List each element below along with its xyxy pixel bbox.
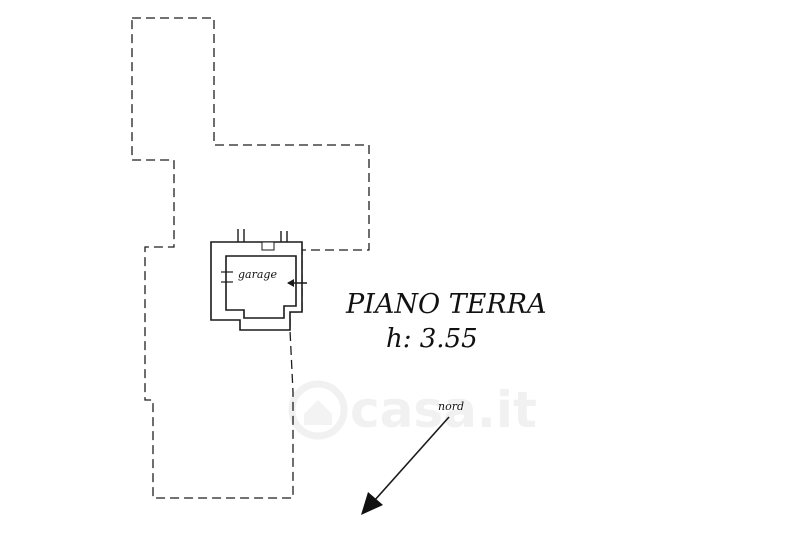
- top-wall-opening: [261, 241, 275, 251]
- north-arrow-icon: [361, 492, 383, 515]
- north-label: nord: [438, 400, 464, 413]
- watermark-logo-icon: [288, 380, 348, 440]
- garage-room: garage: [210, 229, 307, 331]
- entry-arrow-icon: [287, 279, 307, 287]
- property-boundary: [131, 17, 370, 499]
- floor-title: PIANO TERRA: [345, 289, 547, 320]
- ceiling-height: h: 3.55: [386, 324, 478, 354]
- garage-walls: [210, 241, 303, 331]
- watermark-house-icon: [304, 400, 332, 425]
- north-arrow: nord: [361, 400, 464, 515]
- watermark: casa.it: [288, 380, 537, 440]
- room-label-garage: garage: [238, 268, 277, 281]
- watermark-text: casa.it: [350, 381, 537, 439]
- north-arrow-shaft: [373, 416, 450, 502]
